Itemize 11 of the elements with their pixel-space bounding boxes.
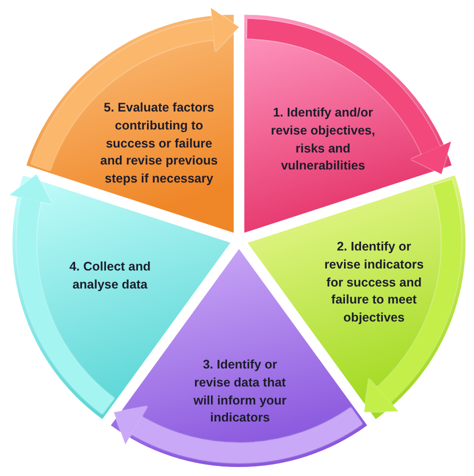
cycle-arrow [113, 406, 362, 463]
cycle-arrow [246, 18, 450, 174]
cycle-arrow [31, 8, 239, 171]
cycle-arrow [365, 180, 462, 414]
step-text: 1. Identify and/or revise objectives, risks and vulnerabilities [270, 104, 376, 175]
cycle-segment [26, 14, 234, 233]
step-text: 4. Collect and analyse data [68, 258, 152, 294]
step-text: 2. Identify or revise indicators for success and failure to meet objectives [323, 238, 425, 327]
step-text: 3. Identify or revise data that will inform your indicators [192, 356, 288, 427]
cycle-arrow [9, 174, 115, 414]
step-text: 5. Evaluate factors contributing to success or failure and revise previous steps if necessary [99, 100, 219, 188]
